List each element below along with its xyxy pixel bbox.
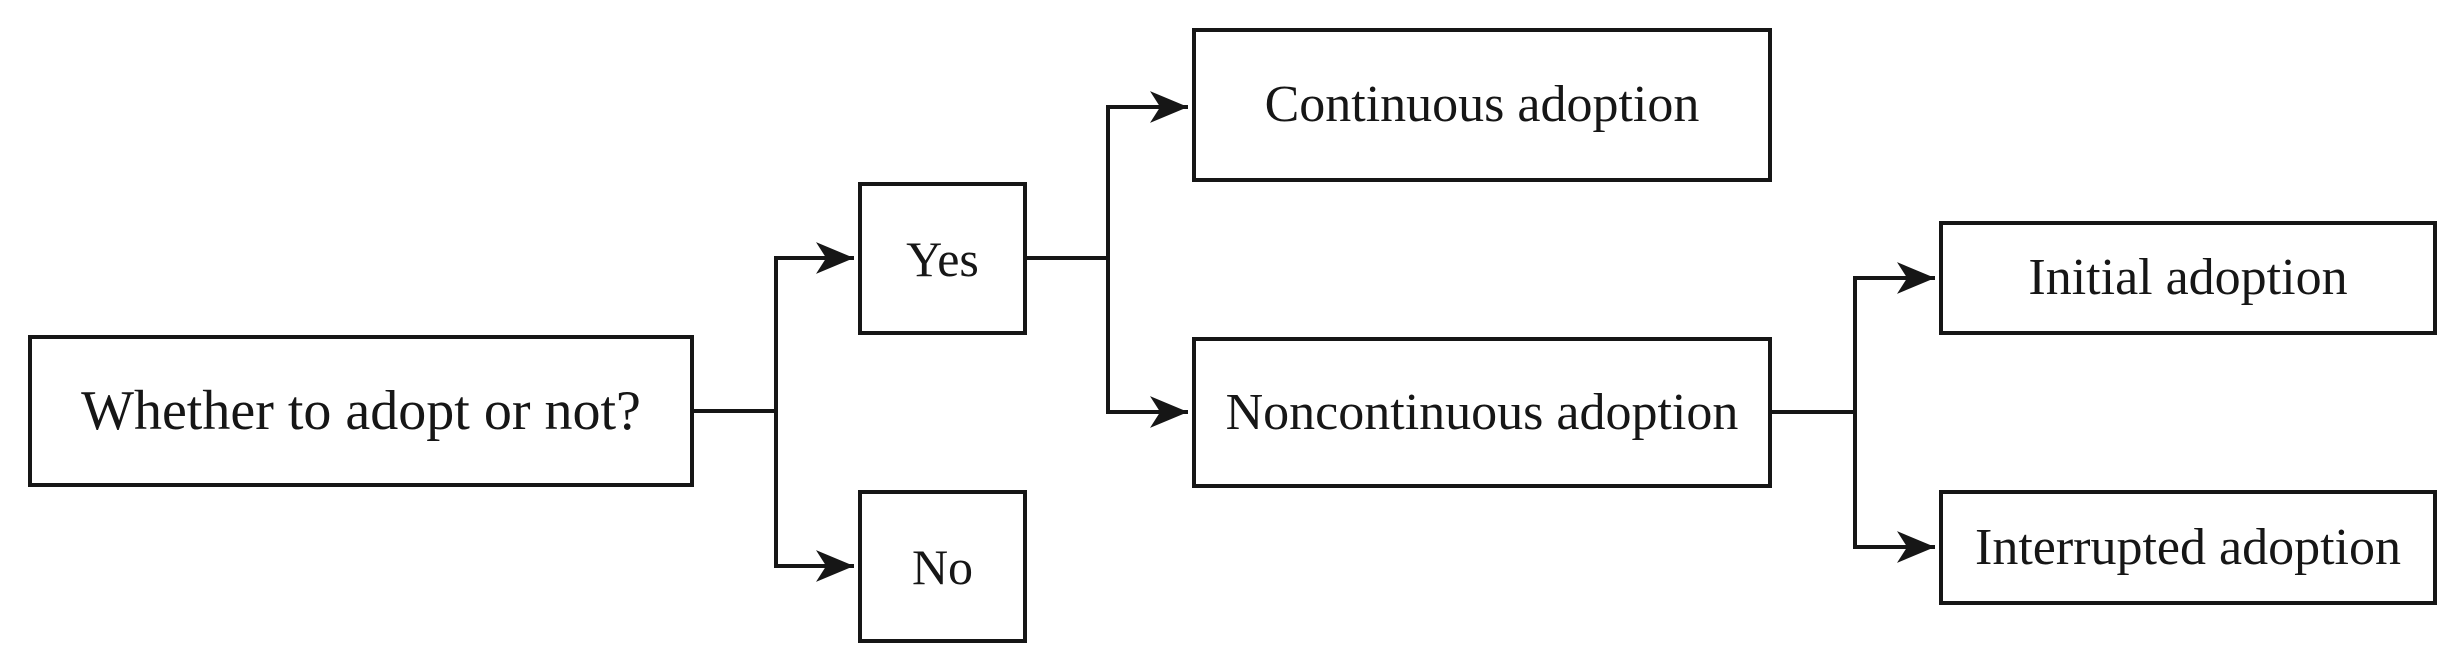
node-no: No bbox=[858, 490, 1027, 643]
node-interrupted-adoption-label: Interrupted adoption bbox=[1975, 518, 2401, 576]
node-noncontinuous-adoption-label: Noncontinuous adoption bbox=[1225, 383, 1739, 441]
node-continuous-adoption: Continuous adoption bbox=[1192, 28, 1772, 182]
node-initial-adoption-label: Initial adoption bbox=[2028, 249, 2348, 306]
edge-yes-noncontinuous bbox=[1106, 258, 1188, 428]
node-interrupted-adoption: Interrupted adoption bbox=[1939, 490, 2437, 605]
node-initial-adoption: Initial adoption bbox=[1939, 221, 2437, 335]
node-yes-label: Yes bbox=[906, 230, 979, 287]
edge-root-yes bbox=[774, 242, 854, 411]
node-yes: Yes bbox=[858, 182, 1027, 335]
edge-noncontinuous-initial bbox=[1853, 262, 1935, 412]
edge-yes-continuous bbox=[1106, 91, 1188, 258]
node-whether-to-adopt: Whether to adopt or not? bbox=[28, 335, 694, 487]
node-continuous-adoption-label: Continuous adoption bbox=[1264, 76, 1700, 133]
node-noncontinuous-adoption: Noncontinuous adoption bbox=[1192, 337, 1772, 488]
edge-noncontinuous-interrupted bbox=[1853, 412, 1935, 563]
node-whether-to-adopt-label: Whether to adopt or not? bbox=[81, 380, 641, 442]
edge-root-no bbox=[774, 411, 854, 582]
node-no-label: No bbox=[911, 538, 974, 595]
